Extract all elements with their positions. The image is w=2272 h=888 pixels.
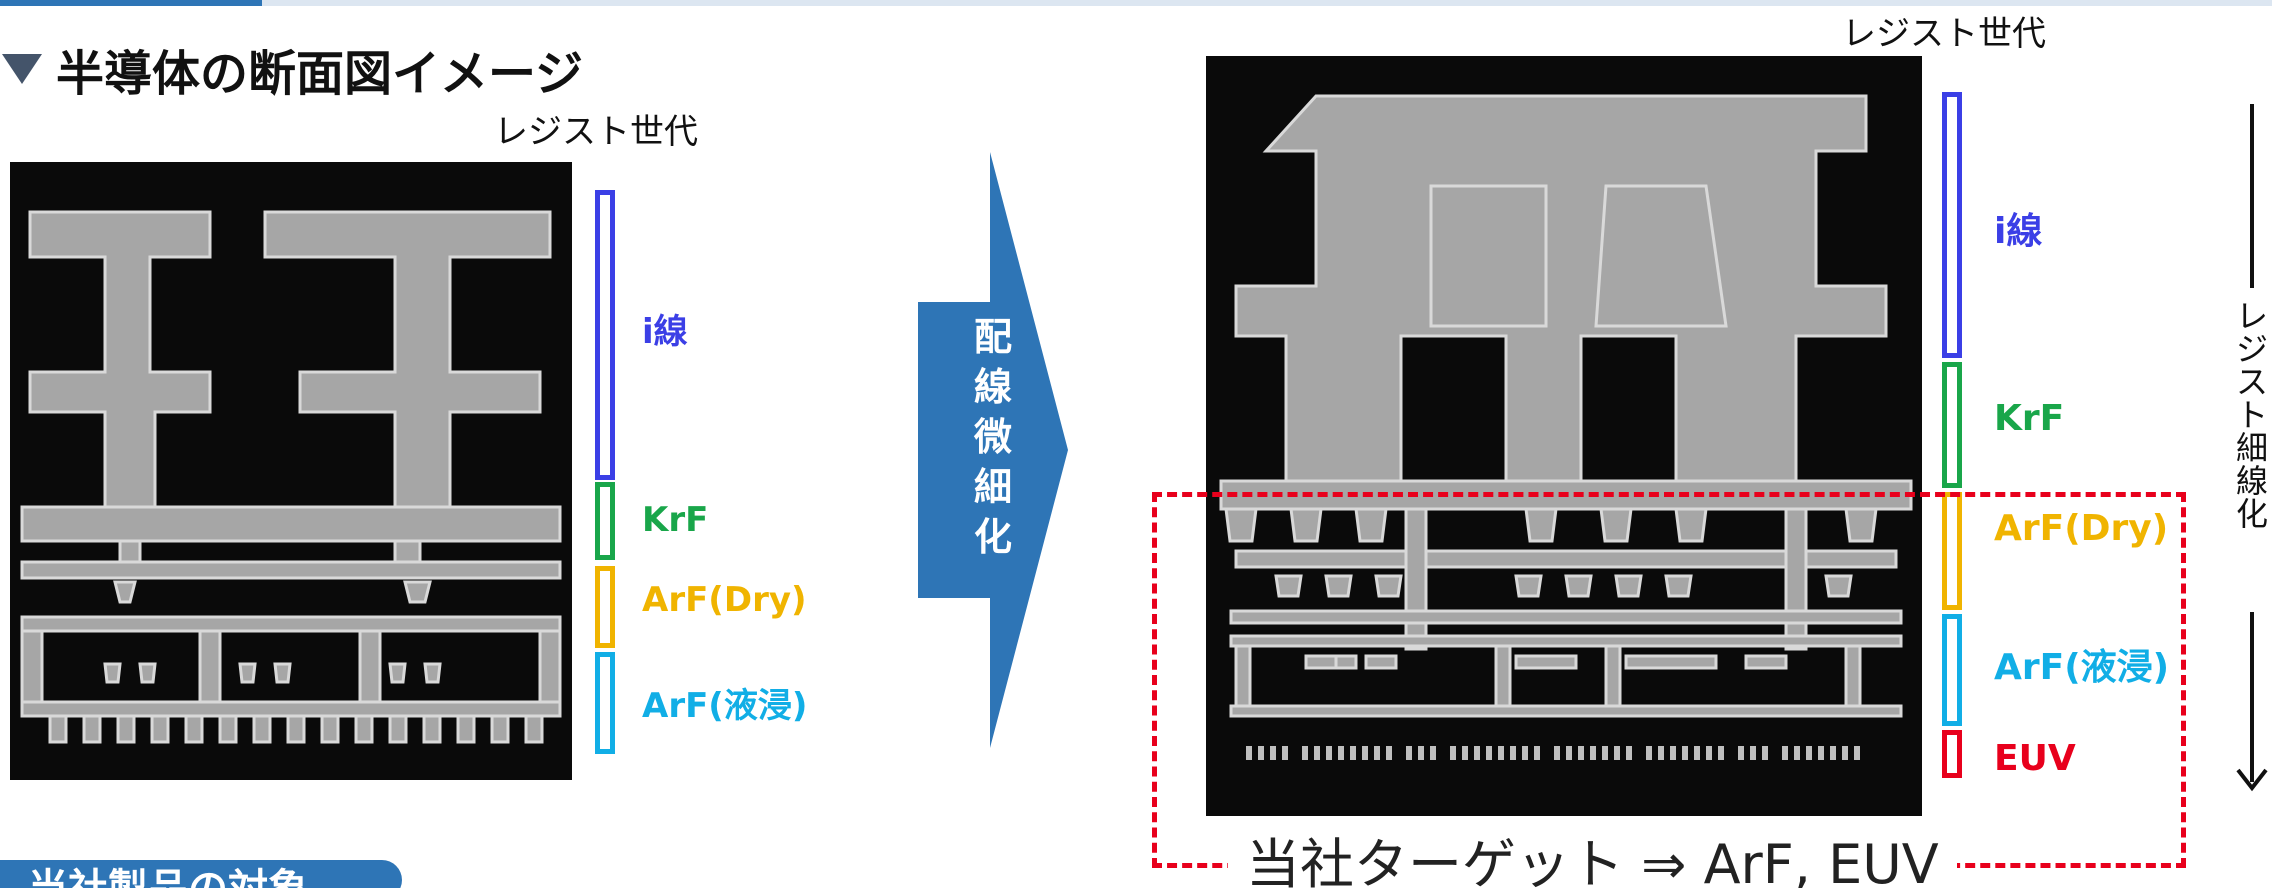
cross-section-image-left	[10, 162, 572, 780]
arrow-label-char: 細	[973, 465, 1012, 509]
vertical-axis-char: ス	[2235, 363, 2268, 401]
vertical-axis-char: レ	[2235, 297, 2268, 335]
arrow-label-char: 化	[973, 515, 1012, 559]
generation-label-iline-right: i線	[1994, 211, 2043, 252]
resist-generation-label-left: レジスト世代	[494, 112, 698, 152]
generation-bar-arf-immersion-left	[595, 652, 615, 754]
section-heading: 半導体の断面図イメージ	[0, 34, 583, 104]
generation-bar-krf-right	[1942, 362, 1962, 488]
vertical-axis-label: レ ジ ス ト 細 線 化	[2234, 300, 2270, 531]
generation-bar-iline-left	[595, 190, 615, 480]
generation-label-arf-dry-right: ArF(Dry)	[1994, 508, 2169, 549]
vertical-axis-line-bottom	[2250, 612, 2254, 782]
triangle-bullet-icon	[2, 54, 42, 84]
generation-label-krf-left: KrF	[642, 500, 709, 540]
generation-label-iline-left: i線	[642, 312, 688, 352]
arrow-label-char: 線	[973, 365, 1012, 409]
generation-label-krf-right: KrF	[1994, 398, 2065, 439]
generation-bar-iline-right	[1942, 92, 1962, 358]
vertical-axis-char: 線	[2235, 462, 2268, 500]
vertical-axis-char: ト	[2235, 396, 2268, 434]
generation-bar-arf-immersion-right	[1942, 614, 1962, 726]
arrow-label: 配 線 微 細 化	[918, 312, 1068, 562]
generation-label-arf-dry-left: ArF(Dry)	[642, 580, 807, 620]
top-accent-bar	[0, 0, 262, 6]
cross-section-image-right	[1206, 56, 1922, 816]
generation-label-arf-immersion-right: ArF(液浸)	[1994, 647, 2170, 688]
generation-label-euv-right: EUV	[1994, 738, 2076, 779]
miniaturization-arrow: 配 線 微 細 化	[918, 152, 1068, 748]
arrow-label-char: 微	[973, 415, 1012, 459]
page-title: 半導体の断面図イメージ	[56, 46, 584, 102]
top-rule	[0, 0, 2272, 6]
arrow-label-char: 配	[973, 315, 1012, 359]
cross-section-drawing-right	[1219, 94, 1913, 760]
vertical-axis-char: 化	[2235, 495, 2268, 533]
vertical-axis-line-top	[2250, 104, 2254, 288]
generation-bar-euv-right	[1942, 730, 1962, 778]
vertical-axis-char: ジ	[2235, 330, 2268, 368]
generation-bar-arf-dry-left	[595, 566, 615, 648]
cross-section-drawing-left	[20, 210, 562, 744]
generation-bar-krf-left	[595, 482, 615, 560]
resist-generation-label-right: レジスト世代	[1842, 14, 2046, 54]
arrow-down-icon	[2236, 768, 2268, 792]
product-target-pill-label: 当社製品の対象	[28, 866, 308, 888]
target-caption: 当社ターゲット ⇒ ArF, EUV	[1228, 830, 1957, 888]
target-highlight-box	[1152, 492, 2186, 868]
arrow-shape-icon	[918, 152, 1068, 748]
generation-label-arf-immersion-left: ArF(液浸)	[642, 686, 808, 726]
product-target-pill: 当社製品の対象	[0, 860, 402, 888]
vertical-axis-char: 細	[2235, 429, 2268, 467]
